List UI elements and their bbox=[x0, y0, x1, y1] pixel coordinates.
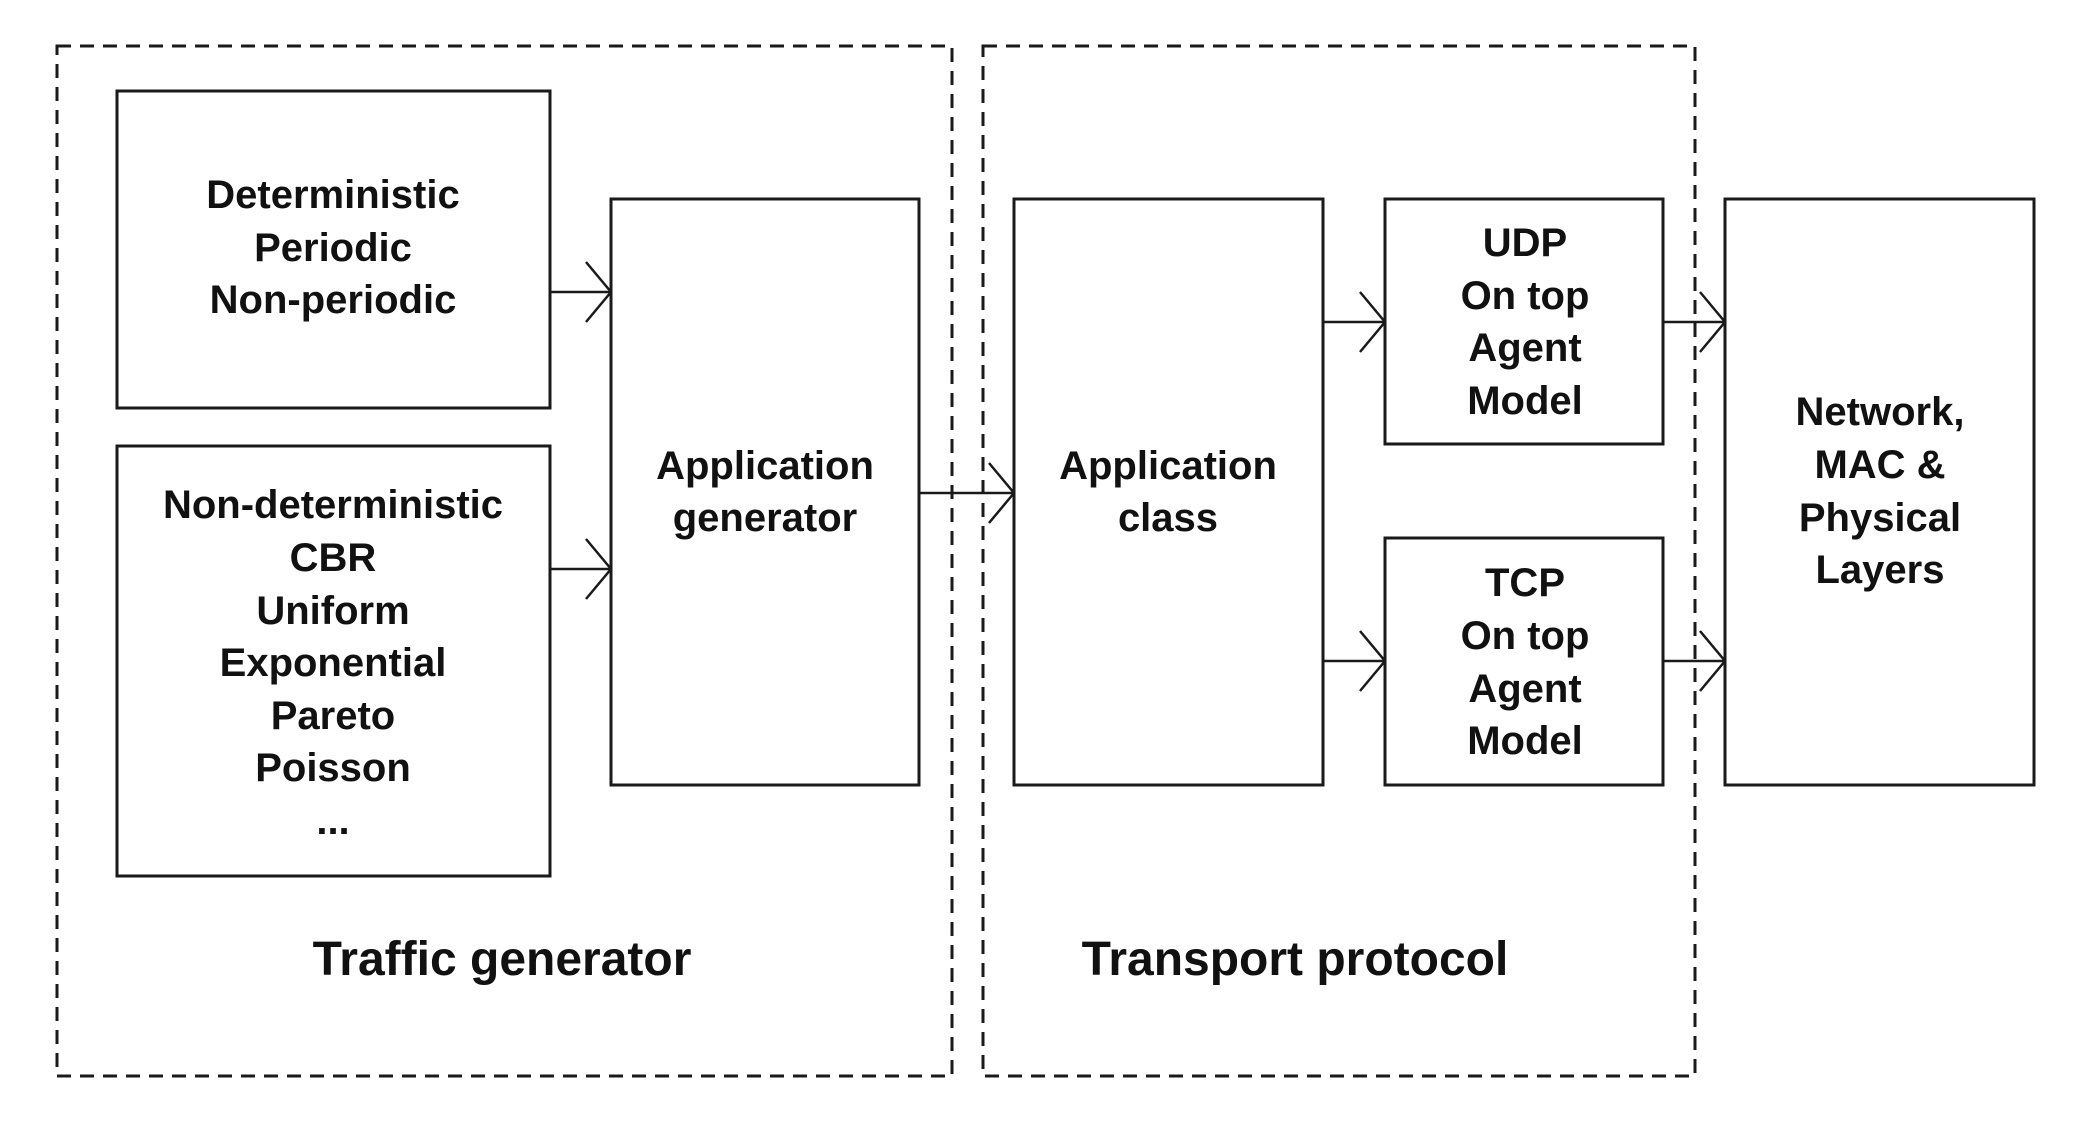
tcp-line-1: TCP bbox=[1485, 561, 1565, 605]
arrow-head bbox=[1699, 630, 1727, 692]
traffic-generator-label: Traffic generator bbox=[313, 933, 692, 986]
arrow-head bbox=[1359, 291, 1387, 353]
network-layers-line-3: Physical bbox=[1799, 496, 1961, 540]
application-generator-box: Application generator bbox=[609, 197, 921, 787]
application-generator-line-2: generator bbox=[673, 496, 858, 540]
arrow-non-deterministic-to-app-generator bbox=[550, 538, 613, 600]
udp-box: UDP On top Agent Model bbox=[1383, 197, 1665, 446]
arrow-deterministic-to-app-generator bbox=[550, 261, 613, 323]
arrow-app-generator-to-app-class bbox=[919, 462, 1016, 524]
udp-line-1: UDP bbox=[1483, 221, 1567, 265]
application-class-box-frame bbox=[1012, 197, 1325, 787]
arrow-head bbox=[988, 462, 1016, 524]
application-generator-box-frame bbox=[609, 197, 921, 787]
udp-line-4: Model bbox=[1467, 379, 1583, 423]
non-deterministic-line-1: Non-deterministic bbox=[163, 483, 503, 527]
non-deterministic-box-frame bbox=[115, 444, 552, 878]
deterministic-line-3: Non-periodic bbox=[210, 278, 457, 322]
udp-box-frame bbox=[1383, 197, 1665, 446]
tcp-line-2: On top bbox=[1461, 614, 1590, 658]
arrow-head bbox=[1359, 630, 1387, 692]
application-class-line-2: class bbox=[1118, 496, 1218, 540]
tcp-line-4: Model bbox=[1467, 719, 1583, 763]
traffic-generator-group: Traffic generator bbox=[55, 44, 954, 1078]
application-class-box: Application class bbox=[1012, 197, 1325, 787]
non-deterministic-line-2: CBR bbox=[290, 536, 377, 580]
non-deterministic-line-5: Pareto bbox=[271, 694, 396, 738]
deterministic-line-1: Deterministic bbox=[206, 173, 459, 217]
network-layers-box-frame bbox=[1723, 197, 2036, 787]
tcp-line-3: Agent bbox=[1468, 667, 1581, 711]
network-layers-line-2: MAC & bbox=[1814, 443, 1945, 487]
traffic-generator-frame bbox=[55, 44, 954, 1078]
application-generator-line-1: Application bbox=[656, 444, 874, 488]
arrow-udp-to-network-layers bbox=[1663, 291, 1727, 353]
non-deterministic-line-7: ... bbox=[316, 799, 349, 843]
arrow-head bbox=[1699, 291, 1727, 353]
application-class-line-1: Application bbox=[1059, 444, 1277, 488]
network-layers-line-1: Network, bbox=[1796, 390, 1965, 434]
arrow-app-class-to-tcp bbox=[1323, 630, 1387, 692]
non-deterministic-line-6: Poisson bbox=[255, 746, 411, 790]
deterministic-line-2: Periodic bbox=[254, 226, 412, 270]
transport-protocol-group: Transport protocol bbox=[981, 44, 1697, 1078]
udp-line-3: Agent bbox=[1468, 326, 1581, 370]
tcp-box: TCP On top Agent Model bbox=[1383, 536, 1665, 787]
arrow-head bbox=[585, 261, 613, 323]
non-deterministic-line-4: Exponential bbox=[220, 641, 447, 685]
non-deterministic-line-3: Uniform bbox=[256, 589, 409, 633]
arrow-tcp-to-network-layers bbox=[1663, 630, 1727, 692]
transport-protocol-frame bbox=[981, 44, 1697, 1078]
network-layers-line-4: Layers bbox=[1816, 548, 1945, 592]
udp-line-2: On top bbox=[1461, 274, 1590, 318]
deterministic-box-frame bbox=[115, 89, 552, 410]
arrow-app-class-to-udp bbox=[1323, 291, 1387, 353]
network-layers-box: Network, MAC & Physical Layers bbox=[1723, 197, 2036, 787]
deterministic-box: Deterministic Periodic Non-periodic bbox=[115, 89, 552, 410]
tcp-box-frame bbox=[1383, 536, 1665, 787]
non-deterministic-box: Non-deterministic CBR Uniform Exponentia… bbox=[115, 444, 552, 878]
transport-protocol-label: Transport protocol bbox=[1082, 933, 1509, 986]
arrow-head bbox=[585, 538, 613, 600]
